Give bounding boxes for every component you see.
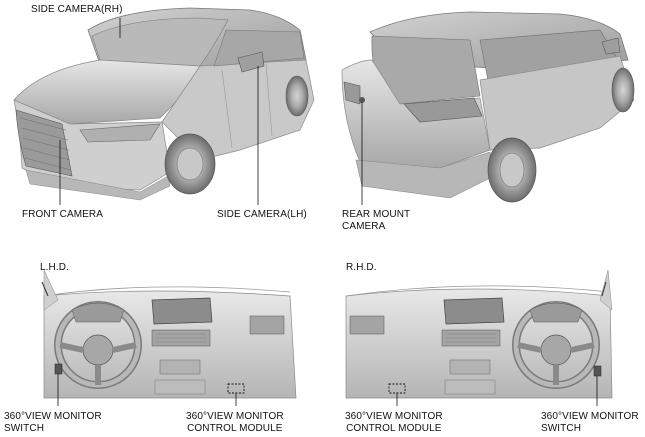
lhd-dashboard-illustration (41, 269, 297, 399)
label-side-camera-lh: SIDE CAMERA(LH) (217, 209, 307, 220)
label-side-camera-rh: SIDE CAMERA(RH) (31, 4, 123, 15)
label-lhd-switch: 360°VIEW MONITOR SWITCH (4, 411, 102, 434)
label-rear-mount-camera: REAR MOUNT CAMERA (342, 209, 411, 232)
rear-car-illustration (341, 11, 635, 203)
label-lhd: L.H.D. (40, 262, 69, 273)
label-lhd-control-module: 360°VIEW MONITOR CONTROL MODULE (186, 411, 284, 434)
label-rhd-control-module: 360°VIEW MONITOR CONTROL MODULE (345, 411, 443, 434)
label-rhd-switch: 360°VIEW MONITOR SWITCH (541, 411, 639, 434)
rhd-dashboard-illustration (345, 269, 613, 399)
leader-lines (57, 18, 598, 406)
front-car-illustration (13, 7, 315, 201)
label-front-camera: FRONT CAMERA (22, 209, 104, 220)
label-rhd: R.H.D. (346, 262, 377, 273)
